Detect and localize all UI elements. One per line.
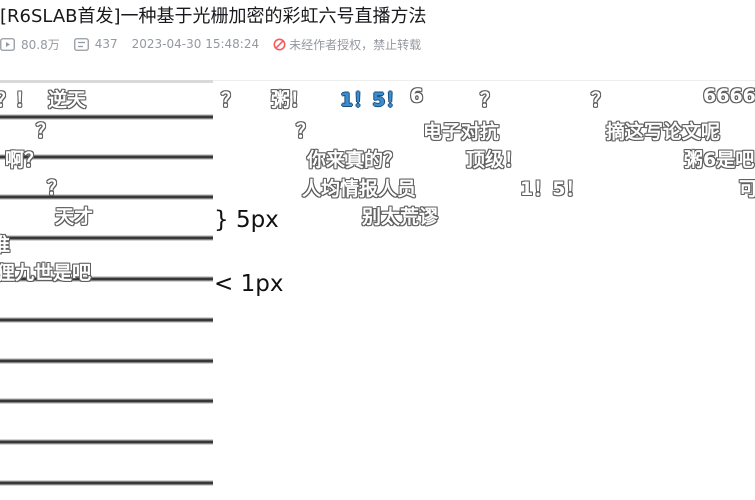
copyright-notice-text: 未经作者授权，禁止转载 <box>289 37 422 52</box>
video-title: [R6SLAB首发]一种基于光栅加密的彩虹六号直播方法 <box>0 6 427 27</box>
line-annotation: < 1px <box>214 271 284 297</box>
grating-stripe <box>0 194 213 200</box>
danmaku-item: 狸九世是吧 <box>0 262 92 284</box>
forbidden-icon <box>273 38 286 51</box>
grating-stripe <box>0 114 213 120</box>
danmaku-item: ？ <box>36 120 56 142</box>
grating-stripe <box>0 235 213 241</box>
danmaku-item: 谁 <box>0 234 11 256</box>
grating-stripe <box>0 398 213 404</box>
danmaku-item: 摘这写论文呢 <box>606 121 721 143</box>
danmaku-item: 啊？ <box>5 149 44 171</box>
grating-stripe <box>0 439 213 445</box>
publish-time: 2023-04-30 15:48:24 <box>131 37 260 51</box>
player-top-border <box>0 80 213 83</box>
play-count-icon <box>0 37 15 51</box>
copyright-notice: 未经作者授权，禁止转载 <box>273 36 421 53</box>
danmaku-item: 逆天 <box>48 89 87 111</box>
danmaku-item: 粥！ <box>271 89 310 111</box>
danmaku-item: 顶级！ <box>466 149 524 171</box>
danmaku-item: 别太荒谬 <box>362 206 439 228</box>
danmaku-item: ？ <box>221 89 241 111</box>
view-count: 80.8万 <box>0 36 60 53</box>
player-top-line <box>213 80 755 81</box>
danmaku-count-value: 437 <box>94 37 118 51</box>
grating-stripe <box>0 480 213 486</box>
danmaku-item: 1！5！ <box>340 89 405 111</box>
danmaku-count-icon <box>73 37 89 51</box>
danmaku-item: ？ <box>47 177 67 199</box>
danmaku-count: 437 <box>73 37 118 51</box>
grating-stripe <box>0 317 213 323</box>
danmaku-item: 可 <box>739 178 755 200</box>
danmaku-item: 电子对抗 <box>423 121 500 143</box>
gap-annotation: } 5px <box>214 207 279 233</box>
video-meta-bar: 80.8万 437 2023-04-30 15:48:24 未经作者授权，禁止转… <box>0 36 435 52</box>
danmaku-item: 天才 <box>55 206 94 228</box>
danmaku-item: ？ <box>591 89 611 111</box>
grating-stripe <box>0 358 213 364</box>
video-player[interactable]: } 5px < 1px ？！ 逆天 ？ 粥！ 1！5！ 6 ？ ？ 6666 ？… <box>0 80 755 500</box>
danmaku-item: 6666 <box>703 85 755 107</box>
grating-stripe <box>0 154 213 160</box>
danmaku-item: ？！ <box>0 89 35 111</box>
view-count-value: 80.8万 <box>21 37 60 52</box>
danmaku-item: 1！5！ <box>520 178 585 200</box>
danmaku-item: 粥6是吧 <box>684 149 755 171</box>
danmaku-item: ？ <box>480 89 500 111</box>
danmaku-item: ？ <box>296 120 316 142</box>
grating-stripe <box>0 276 213 282</box>
danmaku-item: 6 <box>410 85 424 107</box>
danmaku-item: 人均情报人员 <box>302 178 417 200</box>
danmaku-item: 你来真的？ <box>307 149 403 171</box>
